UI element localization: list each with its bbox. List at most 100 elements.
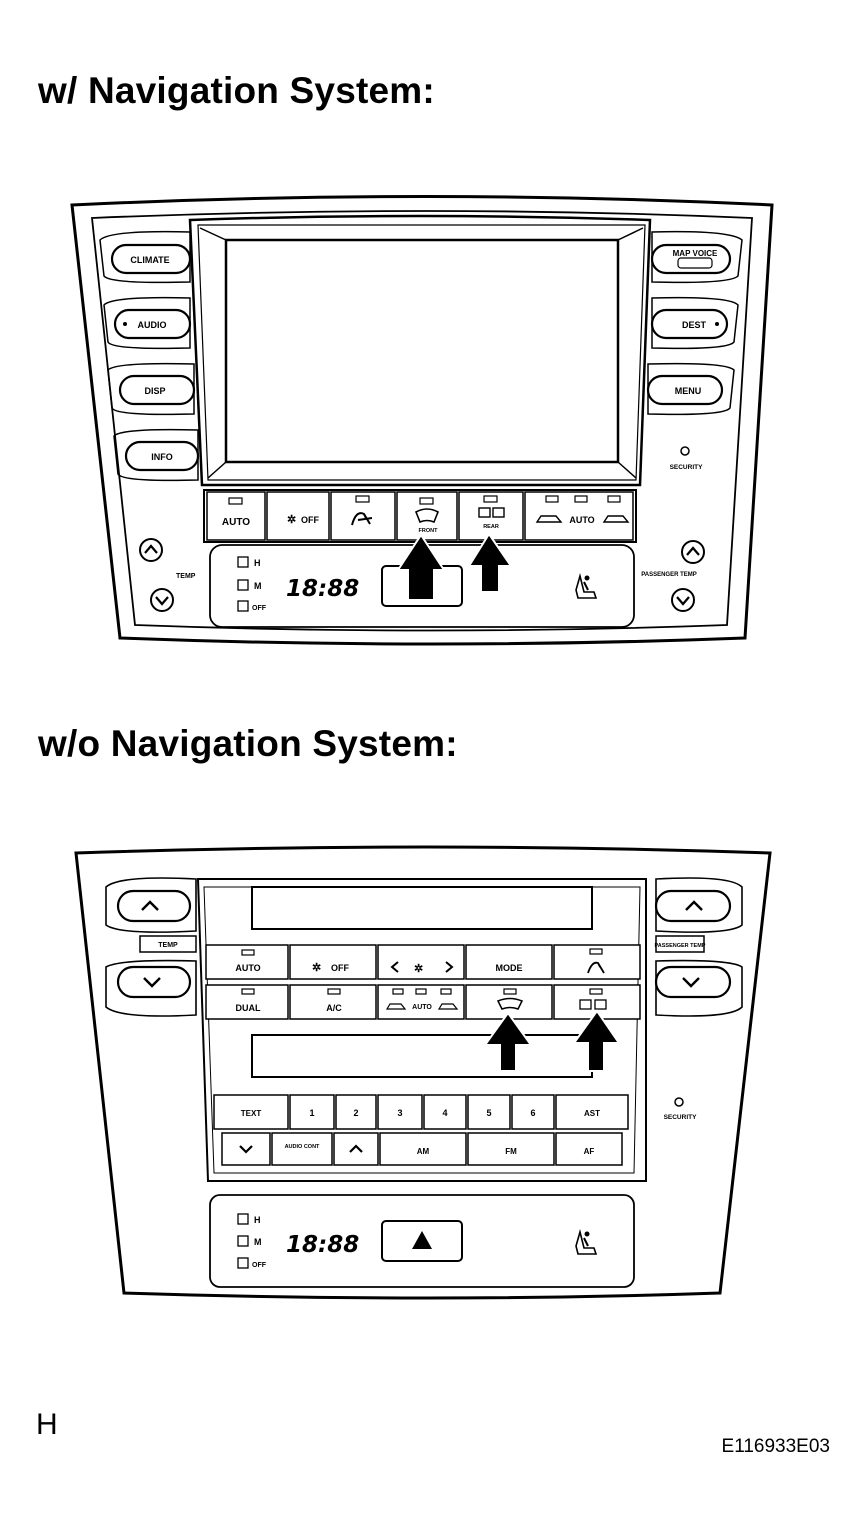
air-flow-button[interactable] — [553, 944, 641, 980]
menu-label: MENU — [675, 386, 702, 396]
svg-text:AUTO: AUTO — [412, 1004, 432, 1011]
svg-text:2: 2 — [353, 1108, 358, 1118]
auto-climate-button[interactable]: AUTO — [205, 944, 289, 980]
preset-6-button[interactable]: 6 — [511, 1094, 555, 1130]
fresh-air-icon — [385, 1003, 407, 1010]
fan-down-icon — [390, 961, 399, 973]
svg-text:AM: AM — [417, 1147, 430, 1156]
menu-button[interactable]: MENU — [646, 362, 735, 416]
down-arrow-icon — [239, 1145, 253, 1154]
audio-row-1: TEXT 1 2 3 4 5 6 AST — [213, 1094, 629, 1130]
fan-speed-button[interactable]: ✲ — [377, 944, 465, 980]
passenger-temp-up-button[interactable] — [654, 889, 732, 923]
down-arrow-icon — [676, 596, 690, 606]
audio-cont-button[interactable]: AUDIO CONT — [271, 1132, 333, 1166]
temp-up-button[interactable] — [139, 538, 163, 562]
svg-text:H: H — [254, 1215, 261, 1225]
svg-text:DUAL: DUAL — [236, 1003, 261, 1013]
climate-row-2: DUAL A/C AUTO — [205, 984, 641, 1020]
svg-text:SECURITY: SECURITY — [670, 464, 704, 471]
preset-3-button[interactable]: 3 — [377, 1094, 423, 1130]
hazard-icon — [412, 1231, 432, 1249]
climate-label: CLIMATE — [130, 255, 169, 265]
mirror-heater-icon — [594, 999, 607, 1010]
seat-heater-icon — [575, 1228, 598, 1255]
temp-down-button[interactable] — [150, 588, 174, 612]
ast-button[interactable]: AST — [555, 1094, 629, 1130]
passenger-temp-down-button[interactable] — [671, 588, 695, 612]
info-label: INFO — [151, 452, 173, 462]
mode-button[interactable]: MODE — [465, 944, 553, 980]
seek-down-button[interactable] — [221, 1132, 271, 1166]
auto-air-intake-button[interactable]: AUTO — [377, 984, 465, 1020]
nav-right-button-column: MAP VOICE DEST MENU SECURITY — [646, 230, 743, 471]
svg-text:AF: AF — [584, 1147, 595, 1156]
seek-up-button[interactable] — [333, 1132, 379, 1166]
disp-label: DISP — [144, 386, 165, 396]
svg-text:OFF: OFF — [331, 963, 349, 973]
svg-text:TEXT: TEXT — [241, 1109, 262, 1118]
preset-1-button[interactable]: 1 — [289, 1094, 335, 1130]
air-flow-icon — [587, 961, 605, 974]
am-button[interactable]: AM — [379, 1132, 467, 1166]
disp-button[interactable]: DISP — [107, 362, 196, 416]
preset-4-button[interactable]: 4 — [423, 1094, 467, 1130]
svg-text:6: 6 — [530, 1108, 535, 1118]
callout-arrow-icon — [396, 533, 446, 601]
seat-heater-icon — [575, 572, 598, 599]
audio-text-display — [251, 1034, 593, 1078]
rear-defroster-icon — [579, 999, 592, 1010]
fan-icon: ✲ — [312, 962, 321, 974]
dest-label: DEST — [682, 320, 707, 330]
mirror-heater-icon — [492, 507, 505, 518]
up-arrow-icon — [686, 546, 700, 556]
callout-arrow-icon — [572, 1009, 621, 1072]
recirculate-button[interactable] — [330, 491, 396, 541]
front-defroster-button[interactable]: FRONT — [396, 491, 458, 541]
preset-2-button[interactable]: 2 — [335, 1094, 377, 1130]
front-defroster-icon — [414, 508, 440, 524]
dual-button[interactable]: DUAL — [205, 984, 289, 1020]
svg-text:TEMP: TEMP — [158, 942, 178, 949]
svg-text:FM: FM — [505, 1147, 517, 1156]
ac-button[interactable]: A/C — [289, 984, 377, 1020]
svg-text:OFF: OFF — [301, 515, 319, 525]
preset-5-button[interactable]: 5 — [467, 1094, 511, 1130]
fan-icon: ✲ — [414, 963, 423, 975]
temp-down-button[interactable] — [116, 965, 192, 999]
passenger-temp-down-button[interactable] — [654, 965, 732, 999]
up-arrow-icon — [349, 1144, 363, 1153]
dest-button[interactable]: DEST — [650, 296, 739, 350]
recirc-air-icon — [602, 515, 630, 523]
map-voice-button[interactable]: MAP VOICE — [650, 230, 743, 284]
map-voice-label: MAP VOICE — [673, 249, 718, 258]
text-button[interactable]: TEXT — [213, 1094, 289, 1130]
rear-defroster-icon — [478, 507, 491, 518]
seat-heater-levels: H M OFF — [237, 556, 267, 612]
fan-off-button[interactable]: ✲ OFF — [266, 491, 330, 541]
climate-button[interactable]: CLIMATE — [99, 230, 192, 284]
seat-heater-levels: H M OFF — [237, 1213, 267, 1269]
passenger-temp-up-button[interactable] — [681, 540, 705, 564]
down-arrow-icon — [682, 977, 700, 988]
info-button[interactable]: INFO — [113, 428, 200, 482]
driver-temp-control: TEMP — [139, 538, 196, 612]
svg-text:AUTO: AUTO — [569, 515, 594, 525]
svg-text:M: M — [254, 581, 262, 591]
hazard-button[interactable] — [381, 1220, 463, 1262]
af-button[interactable]: AF — [555, 1132, 623, 1166]
fm-button[interactable]: FM — [467, 1132, 555, 1166]
driver-temp-control: TEMP — [105, 877, 197, 1017]
svg-text:AUTO: AUTO — [235, 963, 260, 973]
svg-text:SECURITY: SECURITY — [664, 1114, 698, 1121]
rear-defroster-button[interactable]: REAR — [458, 491, 524, 541]
auto-air-intake-button[interactable]: AUTO — [524, 491, 634, 541]
svg-text:AUDIO CONT: AUDIO CONT — [285, 1144, 320, 1150]
auto-climate-button[interactable]: AUTO — [206, 491, 266, 541]
fan-up-icon — [445, 961, 454, 973]
fan-off-button[interactable]: ✲ OFF — [289, 944, 377, 980]
heading-without-navigation: w/o Navigation System: — [38, 723, 458, 764]
svg-text:FRONT: FRONT — [419, 528, 439, 534]
audio-button[interactable]: AUDIO — [103, 296, 192, 350]
heading-with-navigation: w/ Navigation System: — [38, 70, 435, 111]
